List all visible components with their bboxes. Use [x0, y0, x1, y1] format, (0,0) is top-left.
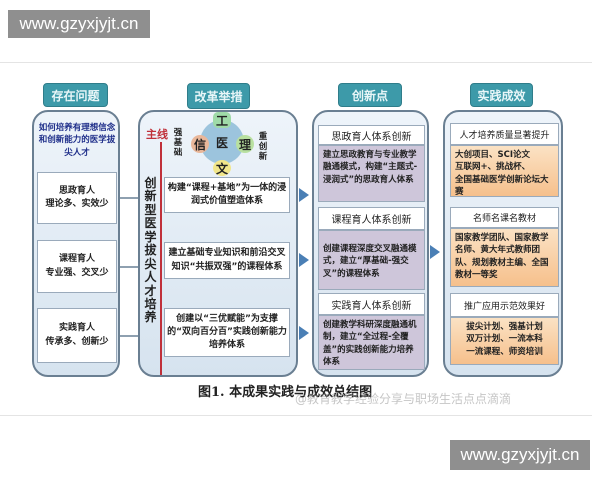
innovation-title: 课程育人体系创新	[318, 207, 425, 230]
innovation-text: 创建课程深度交叉融通模式，建立“厚基础-强交叉”的课程体系	[318, 230, 425, 290]
problem-item: 实践育人 传承多、创新少	[37, 308, 117, 363]
left-note: 强基础	[173, 128, 183, 159]
innovation-title: 思政育人体系创新	[318, 125, 425, 145]
result-text: 拔尖计划、强基计划 双万计划、一流本科 一流课程、师资培训	[450, 317, 559, 365]
figure-caption: 图1. 本成果实践与成效总结图	[198, 385, 373, 400]
result-text: 国家教学团队、国家教学名师、黄大年式教师团队、规划教材主编、全国教材一等奖	[450, 228, 559, 287]
problem-item: 课程育人 专业强、交叉少	[37, 240, 117, 293]
results-header: 实践成效	[470, 83, 533, 107]
innovations-header: 创新点	[338, 83, 402, 107]
connector-arrow	[120, 335, 138, 337]
vertical-title: 创新型医学拔尖人才培养	[144, 176, 157, 325]
watermark-bottom: www.gzyxjyjt.cn	[450, 440, 590, 470]
node-left: 信	[191, 135, 209, 153]
connector-arrow	[120, 266, 138, 268]
innovation-title: 实践育人体系创新	[318, 293, 425, 315]
problem-question: 如何培养有理想信念和创新能力的医学拔尖人才	[38, 123, 116, 158]
arrow-right-icon	[299, 253, 309, 267]
right-note: 重创新	[258, 132, 268, 163]
arrow-right-icon	[299, 188, 309, 202]
arrow-right-icon	[430, 245, 440, 259]
innovation-text: 创建教学科研深度融通机制，建立“全过程-全覆盖”的实践创新能力培养体系	[318, 315, 425, 370]
main-line	[160, 142, 162, 375]
problem-item: 思政育人 理论多、实效少	[37, 172, 117, 224]
result-title: 名师名课名教材	[450, 207, 559, 228]
innovation-text: 建立思政教育与专业教学融通模式，构建“主题式-浸润式”的思政育人体系	[318, 145, 425, 202]
reforms-header: 改革举措	[187, 83, 250, 109]
result-title: 人才培养质量显著提升	[450, 123, 559, 145]
arrow-right-icon	[299, 326, 309, 340]
reform-item: 建立基础专业知识和前沿交叉知识“共振双强”的课程体系	[164, 242, 290, 279]
reform-item: 创建以“三优赋能”为支撑的“双向百分百”实践创新能力培养体系	[164, 308, 290, 357]
node-right: 理	[236, 135, 254, 153]
reform-item: 构建“课程+基地”为一体的浸润式价值塑造体系	[164, 177, 290, 213]
watermark-top: www.gzyxjyjt.cn	[8, 10, 150, 38]
node-bottom: 文	[213, 160, 231, 176]
node-top: 工	[213, 112, 231, 128]
result-text: 大创项目、SCI论文 互联网+、挑战杯、 全国基础医学创新论坛大赛	[450, 145, 559, 197]
result-title: 推广应用示范效果好	[450, 293, 559, 317]
main-line-label: 主线	[146, 128, 168, 141]
watermark-overlay: @教育教学经验分享与职场生活点点滴滴	[295, 392, 512, 406]
problems-header: 存在问题	[43, 83, 108, 107]
connector-arrow	[120, 197, 138, 199]
